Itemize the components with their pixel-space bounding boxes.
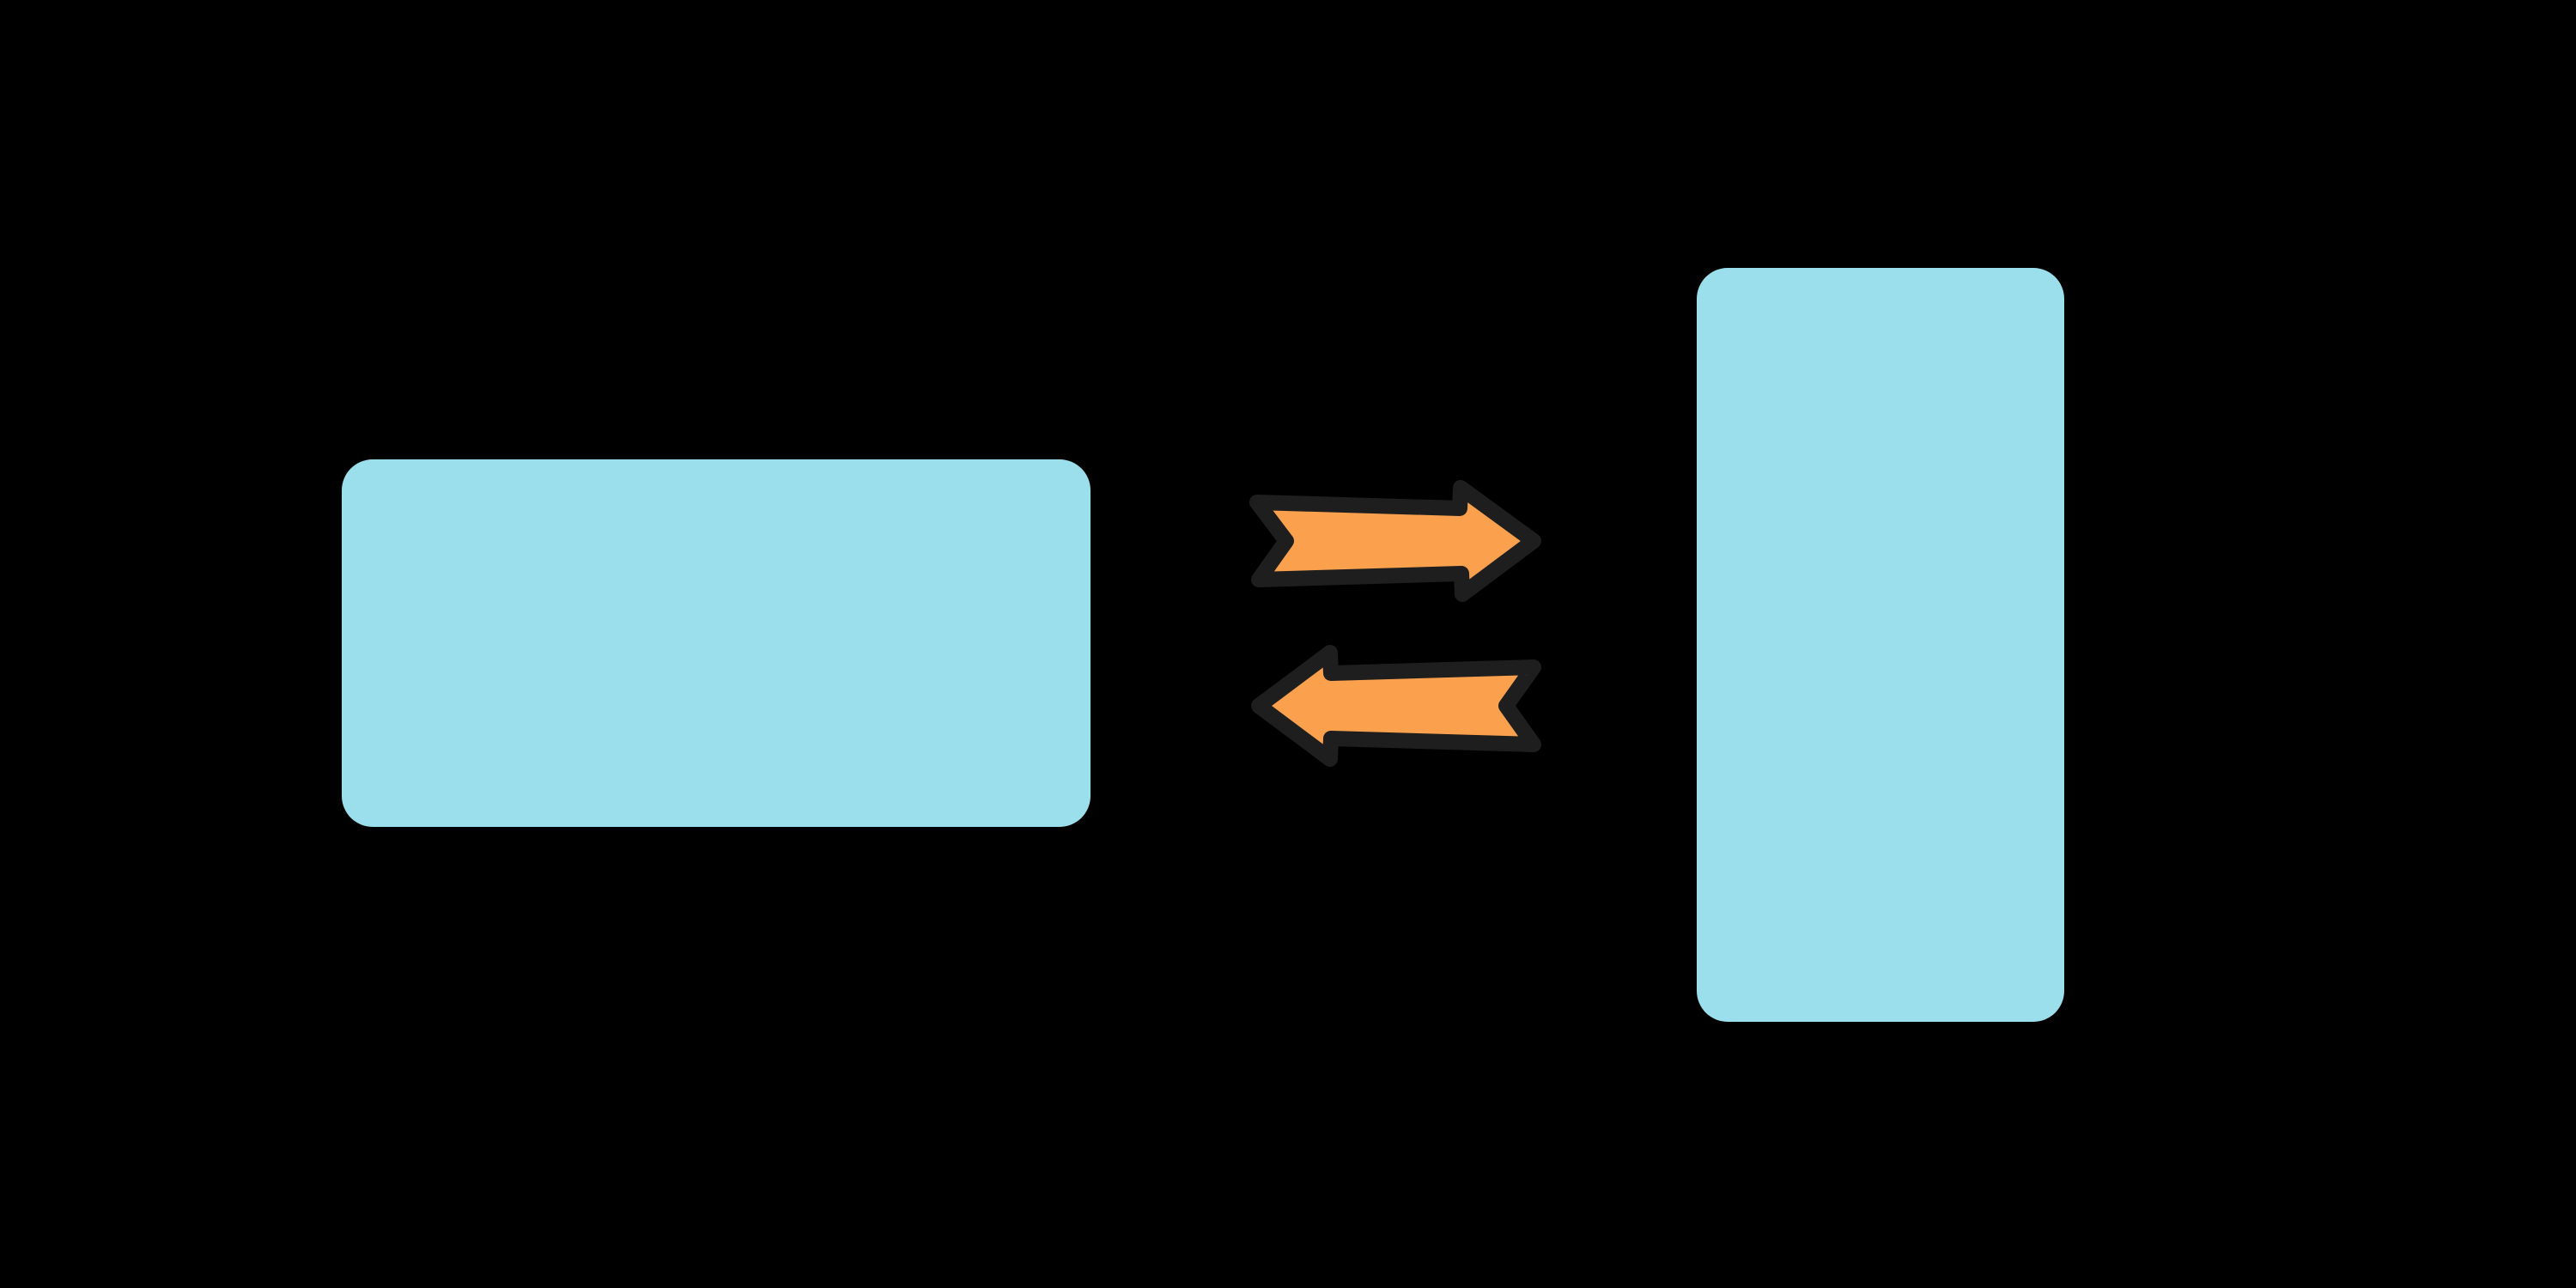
right-pointing-arrow[interactable] <box>1249 480 1541 602</box>
right-pointing-arrow-shape[interactable] <box>1249 480 1541 602</box>
right-rounded-rectangle[interactable] <box>1697 268 2064 1022</box>
left-rounded-rectangle[interactable] <box>342 459 1091 827</box>
left-pointing-arrow[interactable] <box>1251 645 1541 767</box>
left-pointing-arrow-shape[interactable] <box>1251 645 1541 767</box>
